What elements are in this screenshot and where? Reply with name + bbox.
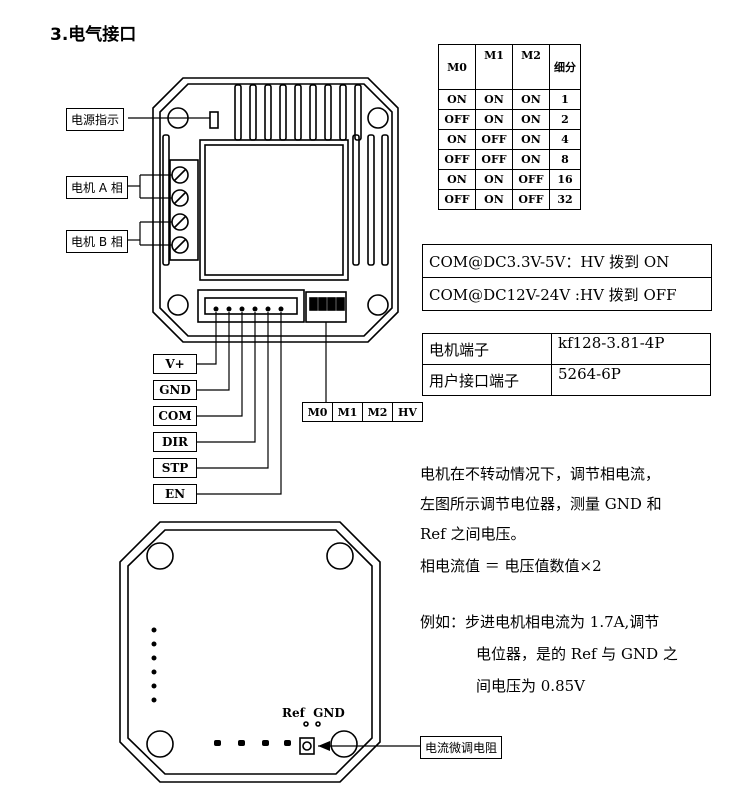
table-cell: 5264-6P [551,364,711,396]
table-header: M1 [475,44,513,90]
table-cell: ON [438,129,476,150]
example-line-3: 间电压为 0.85V [476,677,585,695]
pot-label: 电流微调电阻 [420,736,503,759]
table-cell: 16 [549,169,581,190]
table-cell: ON [512,149,550,170]
switch-hv: HV [392,402,423,422]
table-row: COM@DC12V-24V :HV 拨到 OFF [422,277,712,311]
switch-labels: M0 M1 M2 HV [302,402,423,422]
table-cell: ON [512,109,550,130]
mount-hole-tr [367,107,389,129]
table-cell: OFF [438,149,476,170]
switch-m2: M2 [362,402,393,422]
table-cell: 电机端子 [422,333,552,365]
table-cell: OFF [438,109,476,130]
table-cell: 1 [549,89,581,110]
pin-dir: DIR [153,432,197,452]
bottom-housing-outline [119,521,381,783]
top-housing-inner [159,83,393,337]
switch-m0: M0 [302,402,333,422]
table-cell: ON [475,189,513,210]
microstep-table: M0 M1 M2 细分 ON ON ON 1 OFF ON ON 2 ON OF… [438,44,581,210]
table-header: M0 [438,44,476,90]
table-cell: 2 [549,109,581,130]
pin-vplus: V+ [153,354,197,374]
instruction-line-2: 左图所示调节电位器，测量 GND 和 [420,495,662,513]
table-cell: OFF [512,169,550,190]
table-cell: ON [512,89,550,110]
table-header: M2 [512,44,550,90]
instruction-line-1: 电机在不转动情况下，调节相电流， [420,465,661,483]
pin-stp: STP [153,458,197,478]
table-row: COM@DC3.3V-5V：HV 拨到 ON [422,244,712,278]
table-row: 电机端子 kf128-3.81-4P [422,333,711,365]
mount-hole-bl [167,294,189,316]
formula-line: 相电流值 ＝ 电压值数值×2 [420,557,602,575]
top-housing-outline [152,77,399,343]
ref-gnd-label: Ref GND [282,706,345,720]
table-cell: ON [475,109,513,130]
voltage-row-low: COM@DC3.3V-5V：HV 拨到 ON [422,244,712,278]
power-indicator-label: 电源指示 [66,108,125,131]
example-line-1: 例如：步进电机相电流为 1.7A,调节 [420,613,660,631]
table-cell: OFF [475,149,513,170]
pin-gnd: GND [153,380,197,400]
table-row: OFF ON ON 2 [438,109,581,130]
mount-hole-br [367,294,389,316]
pin-en: EN [153,484,197,504]
table-cell: ON [438,169,476,190]
table-header: 细分 [549,44,581,90]
table-cell: ON [438,89,476,110]
table-row: ON ON OFF 16 [438,169,581,190]
pin-com: COM [153,406,197,426]
table-cell: ON [475,169,513,190]
table-cell: 8 [549,149,581,170]
motor-a-label: 电机 A 相 [66,176,128,199]
voltage-table: COM@DC3.3V-5V：HV 拨到 ON COM@DC12V-24V :HV… [422,244,712,311]
table-row: 用户接口端子 5264-6P [422,364,711,396]
table-cell: 4 [549,129,581,150]
table-cell: OFF [438,189,476,210]
table-cell: OFF [512,189,550,210]
table-row: ON OFF ON 4 [438,129,581,150]
motor-b-label: 电机 B 相 [66,230,128,253]
table-row: OFF OFF ON 8 [438,149,581,170]
table-row: ON ON ON 1 [438,89,581,110]
section-title: 3.电气接口 [50,25,137,45]
voltage-row-high: COM@DC12V-24V :HV 拨到 OFF [422,277,712,311]
table-cell: ON [512,129,550,150]
example-line-2: 电位器，是的 Ref 与 GND 之 [476,645,678,663]
switch-m1: M1 [332,402,363,422]
connector-table: 电机端子 kf128-3.81-4P 用户接口端子 5264-6P [422,333,711,396]
table-cell: ON [475,89,513,110]
table-cell: 用户接口端子 [422,364,552,396]
table-row: OFF ON OFF 32 [438,189,581,210]
table-cell: OFF [475,129,513,150]
table-cell: kf128-3.81-4P [551,333,711,365]
table-cell: 32 [549,189,581,210]
instruction-line-3: Ref 之间电压。 [420,525,526,543]
